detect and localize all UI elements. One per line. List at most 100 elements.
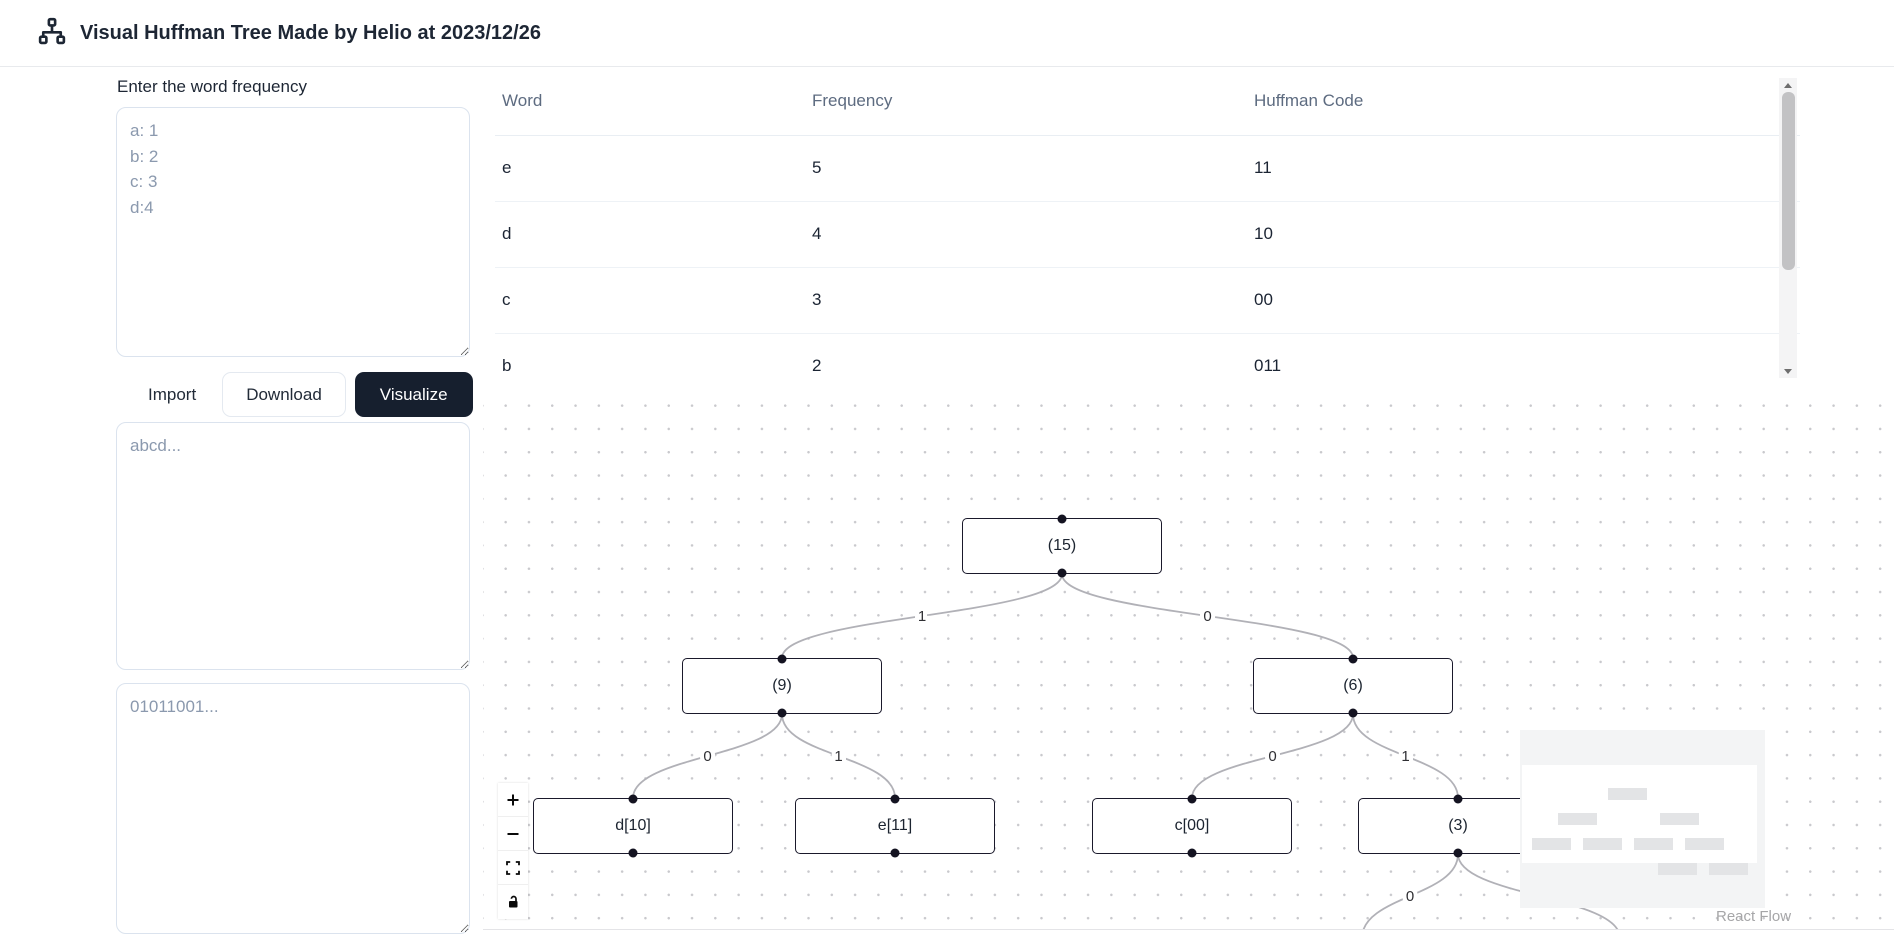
scrollbar-thumb[interactable]	[1781, 92, 1795, 270]
column-header-word: Word	[495, 67, 805, 136]
node-handle-top	[890, 794, 900, 804]
node-handle-top	[777, 654, 787, 664]
minimap-node	[1532, 838, 1571, 850]
table-cell: b	[495, 333, 805, 390]
node-handle-bottom	[1348, 708, 1358, 718]
column-header-huffman-code: Huffman Code	[1247, 67, 1800, 136]
zoom-in-button[interactable]	[498, 783, 528, 817]
table-cell: d	[495, 201, 805, 268]
code-input[interactable]	[116, 683, 470, 934]
node-handle-top	[1187, 794, 1197, 804]
tree-edge	[1352, 713, 1459, 799]
minimap-node	[1658, 863, 1697, 875]
node-handle-top	[1453, 794, 1463, 804]
edge-label: 1	[1401, 748, 1409, 765]
table-cell: 10	[1247, 201, 1800, 268]
node-handle-bottom	[1187, 848, 1197, 858]
minimap-node	[1558, 813, 1597, 825]
fit-view-button[interactable]	[498, 851, 528, 885]
table-scrollbar[interactable]	[1779, 78, 1797, 378]
node-handle-top	[1057, 514, 1067, 524]
table-header-row: Word Frequency Huffman Code	[495, 67, 1800, 136]
edge-label: 1	[918, 608, 926, 625]
minimap-node	[1608, 788, 1647, 800]
table-cell: 3	[805, 267, 1247, 334]
frequency-input[interactable]	[116, 107, 470, 357]
minimap-node	[1634, 838, 1673, 850]
node-handle-bottom	[890, 848, 900, 858]
node-handle-top	[1348, 654, 1358, 664]
fit-view-icon	[506, 860, 520, 875]
minimap-node	[1709, 863, 1748, 875]
download-button[interactable]: Download	[222, 372, 346, 417]
minus-icon	[507, 832, 519, 835]
table-cell: 5	[805, 135, 1247, 202]
edge-label: 0	[703, 748, 711, 765]
tree-node-n9[interactable]: (9)	[682, 654, 882, 718]
table-cell: e	[495, 135, 805, 202]
node-handle-bottom	[628, 848, 638, 858]
lock-icon	[509, 895, 518, 908]
sitemap-icon	[37, 16, 67, 51]
flow-minimap[interactable]	[1520, 730, 1765, 908]
node-label: e[11]	[877, 817, 913, 834]
tree-edge	[1191, 713, 1354, 799]
flow-controls	[498, 783, 528, 919]
tree-edge	[632, 713, 783, 799]
tree-edge	[781, 573, 1063, 659]
node-handle-bottom	[1057, 568, 1067, 578]
scroll-down-icon[interactable]	[1779, 364, 1797, 378]
visualize-button[interactable]: Visualize	[354, 372, 473, 417]
reactflow-attribution: React Flow	[1716, 908, 1792, 925]
app-header: Visual Huffman Tree Made by Helio at 202…	[0, 0, 1894, 67]
tree-node-n15[interactable]: (15)	[962, 514, 1162, 578]
scroll-up-icon[interactable]	[1779, 78, 1797, 92]
table-cell: 2	[805, 333, 1247, 390]
node-label: (6)	[1343, 677, 1363, 694]
minimap-node	[1660, 813, 1699, 825]
minimap-node	[1583, 838, 1622, 850]
table-cell: 11	[1247, 135, 1800, 202]
tree-edge	[781, 713, 896, 799]
zoom-out-button[interactable]	[498, 817, 528, 851]
tree-node-n6[interactable]: (6)	[1253, 654, 1453, 718]
node-label: (15)	[1047, 537, 1077, 554]
tree-edge	[1061, 573, 1354, 659]
node-label: (3)	[1448, 817, 1468, 834]
page-title: Visual Huffman Tree Made by Helio at 202…	[80, 21, 541, 44]
node-handle-top	[628, 794, 638, 804]
frequency-label: Enter the word frequency	[117, 77, 307, 96]
tree-node-nc[interactable]: c[00]	[1092, 794, 1292, 858]
node-handle-bottom	[1453, 848, 1463, 858]
edge-label: 1	[834, 748, 842, 765]
node-label: d[10]	[615, 817, 651, 834]
tree-node-ne[interactable]: e[11]	[795, 794, 995, 858]
minimap-node	[1685, 838, 1724, 850]
node-label: c[00]	[1174, 817, 1210, 834]
table-cell: 011	[1247, 333, 1800, 390]
edge-label: 0	[1203, 608, 1211, 625]
column-header-frequency: Frequency	[805, 67, 1247, 136]
plus-icon	[507, 794, 519, 805]
node-label: (9)	[772, 677, 792, 694]
table-cell: 00	[1247, 267, 1800, 334]
lock-interactivity-button[interactable]	[498, 885, 528, 919]
action-buttons: Import Download Visualize	[131, 372, 473, 417]
table-cell: c	[495, 267, 805, 334]
tree-edge	[1362, 853, 1459, 929]
node-handle-bottom	[777, 708, 787, 718]
text-input[interactable]	[116, 422, 470, 670]
edge-label: 0	[1406, 888, 1414, 905]
table-cell: 4	[805, 201, 1247, 268]
import-button[interactable]: Import	[131, 372, 213, 417]
tree-node-nd[interactable]: d[10]	[533, 794, 733, 858]
